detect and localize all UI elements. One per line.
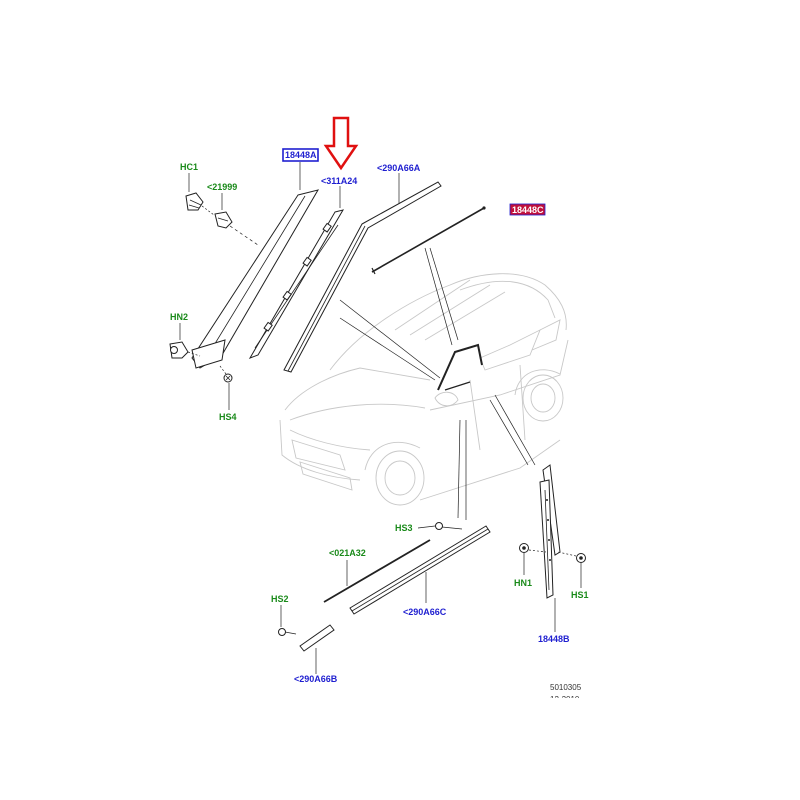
label-18448c-box[interactable] [509,203,546,216]
label-hs2[interactable]: HS2 [271,594,289,604]
nut-hn1[interactable] [519,543,529,553]
label-18448c[interactable]: 18448C [512,205,544,215]
label-311a24[interactable]: <311A24 [321,176,357,186]
door-frame-highlight [437,343,483,391]
label-290a66c[interactable]: <290A66C [403,607,447,617]
label-290a66a[interactable]: <290A66A [377,163,421,173]
screw-hs2[interactable] [278,628,297,636]
vehicle-outline [279,273,569,506]
label-hs4[interactable]: HS4 [219,412,237,422]
screw-hs3[interactable] [435,522,463,530]
leader-lines [339,247,536,520]
label-hc1[interactable]: HC1 [180,162,198,172]
a-pillar-trim-18448a[interactable] [191,189,320,369]
nut-21999[interactable] [214,211,233,229]
seal-290a66a[interactable] [283,181,442,373]
weatherstrip-021a32[interactable] [323,539,431,603]
label-18448a[interactable]: 18448A [285,150,317,160]
label-021a32[interactable]: <021A32 [329,548,366,558]
b-pillar-trim-18448b[interactable] [539,464,561,599]
label-hs3[interactable]: HS3 [395,523,413,533]
label-290a66b[interactable]: <290A66B [294,674,338,684]
screw-hs4[interactable] [223,373,233,383]
label-18448a-box[interactable] [282,148,319,162]
clip-hc1[interactable] [185,192,204,211]
label-hs1[interactable]: HS1 [571,590,589,600]
red-arrow-icon [323,116,359,171]
date-clip [545,698,595,708]
screw-hs1[interactable] [576,553,586,563]
label-18448b[interactable]: 18448B [538,634,570,644]
diagram-code: 5010305 [550,683,582,692]
label-21999[interactable]: <21999 [207,182,237,192]
nut-hn2[interactable] [169,341,189,359]
roof-moulding-18448c[interactable] [371,206,486,275]
seal-311a24[interactable] [248,209,345,359]
label-hn1[interactable]: HN1 [514,578,532,588]
label-hn2[interactable]: HN2 [170,312,188,322]
seal-290a66c[interactable] [349,525,491,615]
seal-290a66b[interactable] [299,624,335,652]
